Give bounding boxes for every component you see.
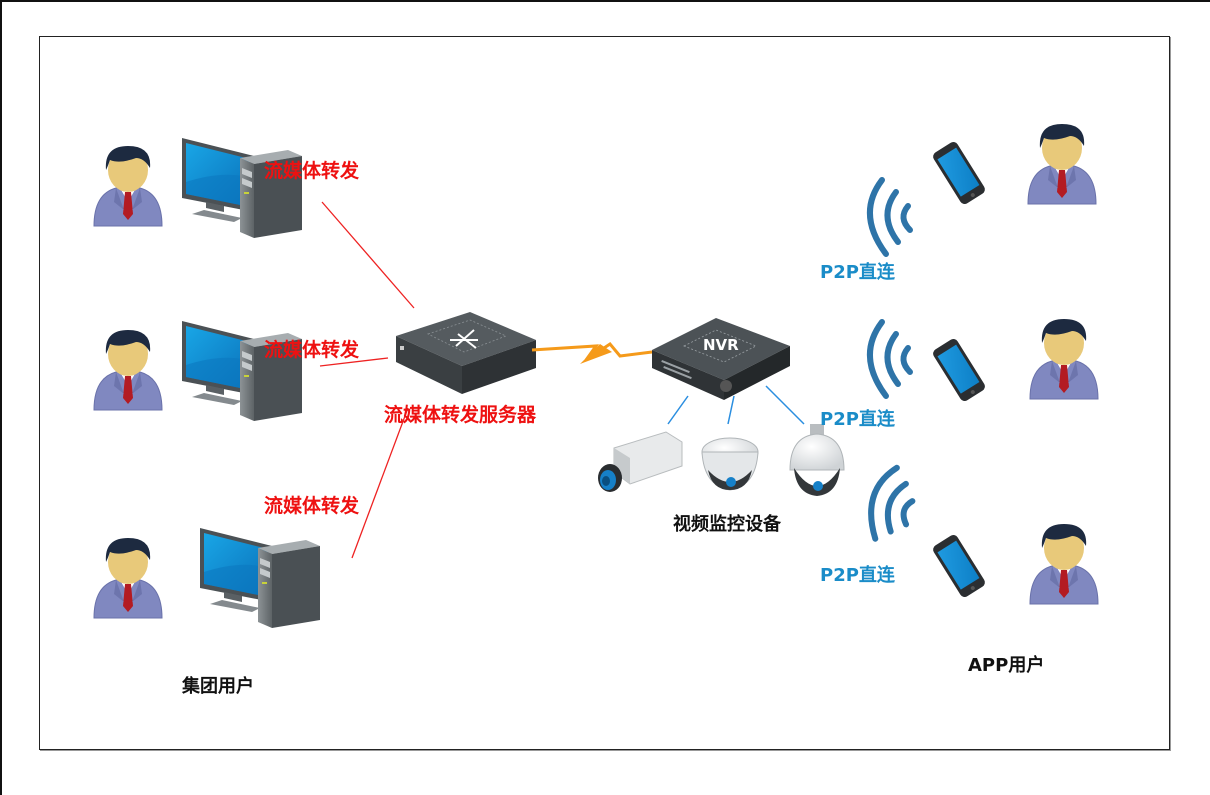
desktop-computer-icon (182, 138, 302, 238)
smartphone-icon (931, 337, 987, 403)
person-icon (93, 145, 163, 227)
camera-links (667, 385, 805, 425)
forward-label-1: 流媒体转发 (264, 160, 360, 182)
router-switch-icon (396, 312, 536, 394)
nvr-recorder-icon (652, 318, 790, 400)
person-icon (1029, 523, 1099, 605)
devices-label: 视频监控设备 (673, 514, 781, 535)
group-users-label: 集团用户 (182, 676, 254, 697)
group-client-1 (93, 138, 302, 238)
nvr-badge: NVR (703, 336, 739, 354)
person-icon (93, 537, 163, 619)
app-client-2 (870, 318, 1099, 403)
wan-link-bolt (580, 344, 612, 364)
p2p-label-1: P2P直连 (820, 262, 895, 283)
ptz-dome-camera-icon (789, 424, 845, 496)
wifi-signal-icon (860, 464, 923, 547)
arrows-icon (450, 329, 478, 349)
forward-label-2: 流媒体转发 (264, 339, 360, 361)
dome-camera-icon (701, 437, 759, 491)
person-icon (1029, 318, 1099, 400)
person-icon (1027, 123, 1097, 205)
wifi-signal-icon (870, 322, 910, 396)
group-client-3 (93, 528, 320, 628)
smartphone-icon (931, 140, 987, 206)
p2p-label-2: P2P直连 (820, 409, 895, 430)
wifi-signal-icon (870, 180, 910, 254)
desktop-computer-icon (200, 528, 320, 628)
desktop-computer-icon (182, 321, 302, 421)
forward-label-3: 流媒体转发 (264, 495, 360, 517)
person-icon (93, 329, 163, 411)
forward-link-2 (319, 357, 389, 367)
app-users-label: APP用户 (968, 655, 1045, 676)
app-client-1 (870, 123, 1097, 254)
page-edge-left (0, 0, 2, 795)
server-label: 流媒体转发服务器 (384, 404, 537, 426)
diagram-frame (39, 36, 1170, 750)
app-client-3 (860, 464, 1099, 605)
box-camera-icon (598, 431, 683, 492)
smartphone-icon (931, 533, 987, 599)
group-client-2 (93, 321, 302, 421)
p2p-label-3: P2P直连 (820, 565, 895, 586)
forward-link-3 (351, 407, 409, 559)
page-edge-top (0, 0, 1210, 2)
forward-links (319, 201, 415, 559)
forward-link-1 (321, 201, 415, 309)
